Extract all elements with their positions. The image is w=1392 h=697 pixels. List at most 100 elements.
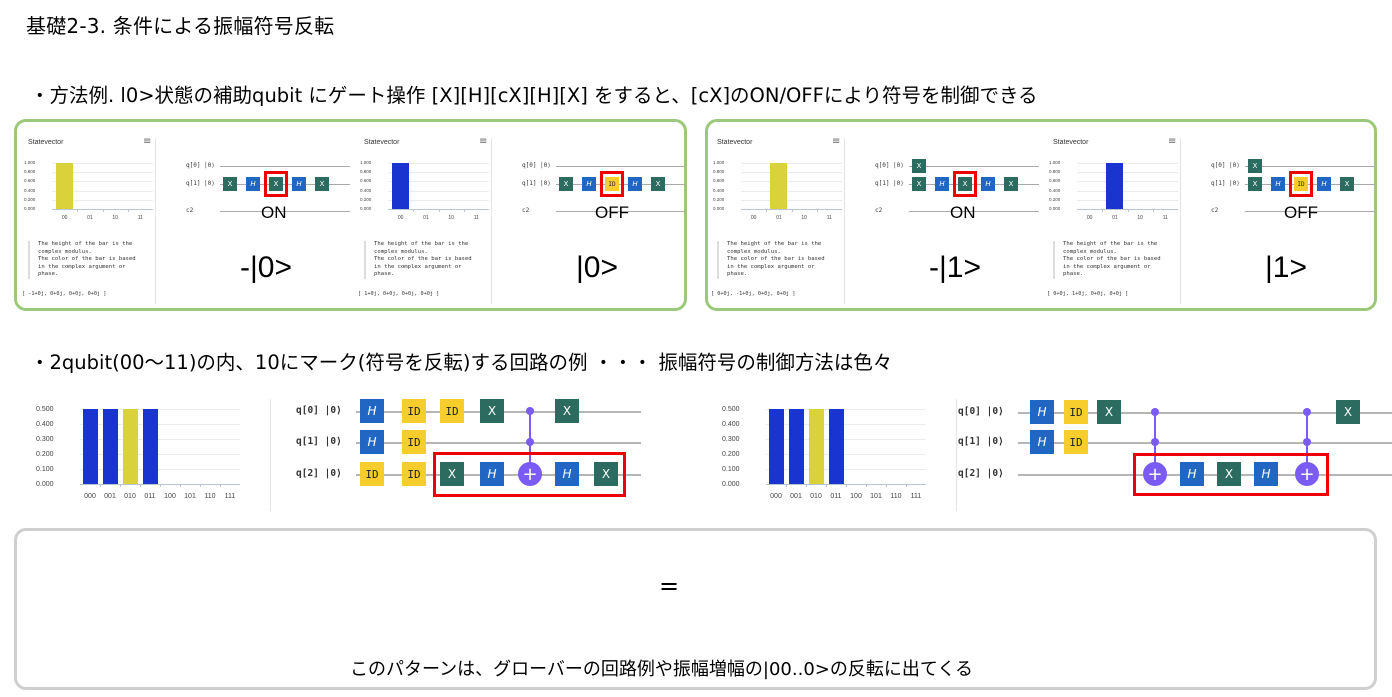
gate-q1-x[interactable]: X	[559, 177, 573, 191]
gate-id[interactable]: ID	[402, 399, 426, 423]
cnot-target[interactable]: +	[518, 462, 542, 486]
gate-q1-h[interactable]: H	[246, 177, 260, 191]
y-tick-label: 0.400	[36, 421, 54, 428]
x-tick-label: 110	[890, 493, 902, 500]
y-tick-label: 0.200	[360, 196, 372, 202]
gate-q1-x[interactable]: X	[912, 177, 926, 191]
gate-q1-h[interactable]: H	[582, 177, 596, 191]
bar-010	[122, 409, 138, 484]
bar-00	[56, 163, 74, 209]
qubit-label: q[1] |0⟩	[186, 180, 215, 187]
gridline	[766, 454, 926, 455]
qubit-label: q[1] |0⟩	[875, 180, 904, 187]
gridline	[1077, 190, 1178, 192]
bar-010	[808, 409, 824, 484]
x-tick-label: 001	[104, 493, 116, 500]
gate-id[interactable]: ID	[1064, 400, 1088, 424]
x-tick	[102, 209, 104, 212]
gate-q1-x[interactable]: X	[1248, 177, 1262, 191]
x-tick	[438, 209, 440, 212]
y-tick-label: 0.400	[713, 187, 725, 193]
headline-mark-10: ・2qubit(00〜11)の内、10にマーク(符号を反転)する回路の例 ・・・…	[30, 351, 893, 374]
gate-q1-id[interactable]: ID	[605, 177, 619, 191]
x-tick-label: 01	[1112, 215, 1118, 221]
control-dot[interactable]	[1303, 408, 1311, 416]
hamburger-menu-icon[interactable]: ≡	[1168, 136, 1177, 147]
panel-group-q0-examples	[14, 119, 687, 311]
qubit-wire	[909, 166, 1039, 167]
y-tick-label: 0.600	[1049, 178, 1061, 184]
gate-h[interactable]: H	[360, 399, 384, 423]
x-tick	[100, 484, 101, 487]
x-tick-label: 01	[423, 215, 429, 221]
gate-h[interactable]: H	[1180, 462, 1204, 486]
highlight-box	[1133, 453, 1329, 496]
hamburger-menu-icon[interactable]: ≡	[143, 136, 152, 147]
gate-id[interactable]: ID	[402, 462, 426, 486]
gate-q1-x[interactable]: X	[315, 177, 329, 191]
x-tick	[127, 209, 129, 212]
gate-q1-h[interactable]: H	[935, 177, 949, 191]
gate-x[interactable]: X	[1097, 400, 1121, 424]
gate-x[interactable]: X	[1336, 400, 1360, 424]
page-title: 基礎2-3. 条件による振幅符号反転	[26, 14, 335, 38]
hamburger-menu-icon[interactable]: ≡	[832, 136, 841, 147]
bar-000	[768, 409, 784, 484]
gate-h[interactable]: H	[480, 462, 504, 486]
chart-title: Statevector	[1053, 139, 1089, 146]
gate-q1-h[interactable]: H	[981, 177, 995, 191]
gridline	[52, 172, 153, 174]
gridline	[1077, 172, 1178, 174]
gate-q1-x[interactable]: X	[269, 177, 283, 191]
panel-divider	[491, 138, 492, 304]
gridline	[80, 424, 240, 425]
gate-q1-x[interactable]: X	[958, 177, 972, 191]
gate-x[interactable]: X	[480, 399, 504, 423]
y-tick-label: 0.000	[24, 206, 36, 211]
control-dot[interactable]	[1303, 438, 1311, 446]
gate-q1-id[interactable]: ID	[1294, 177, 1308, 191]
gate-id[interactable]: ID	[360, 462, 384, 486]
gate-q1-x[interactable]: X	[651, 177, 665, 191]
gate-h[interactable]: H	[555, 462, 579, 486]
gate-h[interactable]: H	[1254, 462, 1278, 486]
x-tick	[906, 484, 907, 487]
gate-q1-h[interactable]: H	[292, 177, 306, 191]
cnot-target[interactable]: +	[1143, 462, 1167, 486]
control-dot[interactable]	[1151, 438, 1159, 446]
control-dot[interactable]	[526, 407, 534, 415]
gate-q1-x[interactable]: X	[1340, 177, 1354, 191]
statevector-values: [ 0+0j, 1+0j, 0+0j, 0+0j ]	[1047, 291, 1129, 297]
control-dot[interactable]	[526, 438, 534, 446]
x-tick-label: 101	[870, 493, 882, 500]
gate-id[interactable]: ID	[402, 430, 426, 454]
gate-x[interactable]: X	[440, 462, 464, 486]
gate-x[interactable]: X	[594, 462, 618, 486]
gate-x[interactable]: X	[1217, 462, 1241, 486]
gate-h[interactable]: H	[1030, 400, 1054, 424]
gate-q1-h[interactable]: H	[1271, 177, 1285, 191]
gate-h[interactable]: H	[360, 430, 384, 454]
gate-q1-x[interactable]: X	[1004, 177, 1018, 191]
hamburger-menu-icon[interactable]: ≡	[479, 136, 488, 147]
result-ket: -|0>	[240, 251, 292, 284]
gate-q1-h[interactable]: H	[1317, 177, 1331, 191]
gate-id[interactable]: ID	[1064, 430, 1088, 454]
gridline	[80, 409, 240, 410]
gate-id[interactable]: ID	[440, 399, 464, 423]
control-dot[interactable]	[1151, 408, 1159, 416]
gate-x[interactable]: X	[555, 399, 579, 423]
gate-h[interactable]: H	[1030, 430, 1054, 454]
x-tick-label: 11	[473, 215, 479, 221]
gate-q0-x[interactable]: X	[912, 159, 926, 173]
cnot-target[interactable]: +	[1295, 462, 1319, 486]
y-tick-label: 0.000	[713, 206, 725, 211]
gate-q1-h[interactable]: H	[628, 177, 642, 191]
gate-q0-x[interactable]: X	[1248, 159, 1262, 173]
qubit-label: q[0] |0⟩	[186, 162, 215, 169]
y-tick-label: 0.800	[1049, 169, 1061, 175]
y-tick-label: 1.000	[24, 160, 36, 165]
gate-q1-x[interactable]: X	[223, 177, 237, 191]
gridline	[388, 190, 489, 192]
y-tick-label: 0.000	[1049, 206, 1061, 211]
